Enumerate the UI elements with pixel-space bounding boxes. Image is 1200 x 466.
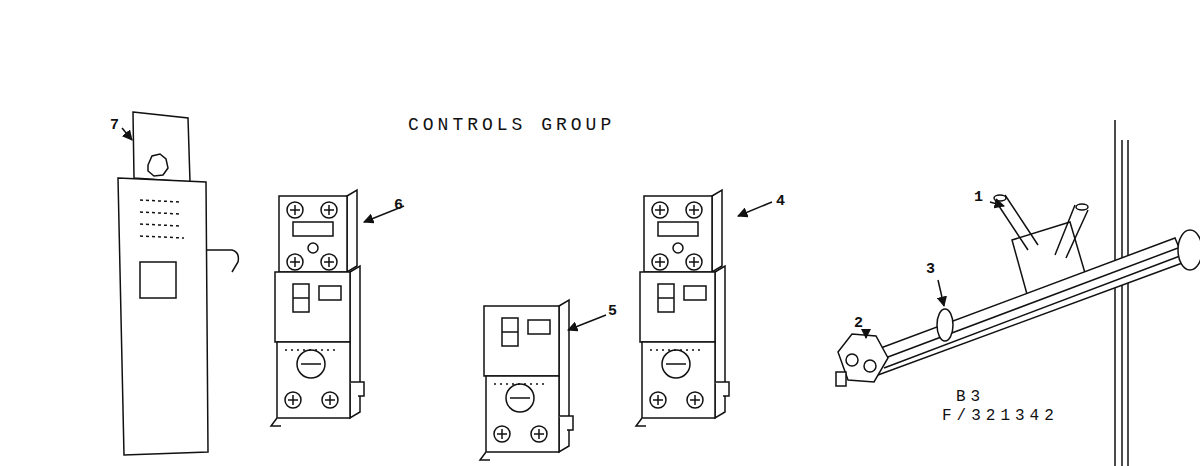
figure-code: F/321342	[942, 408, 1059, 424]
callout-number: 7	[110, 118, 119, 133]
callout-number: 4	[776, 194, 785, 209]
callout-number: 6	[394, 198, 403, 213]
callout-number: 1	[974, 190, 983, 205]
callout-number: 3	[926, 262, 935, 277]
figure-code: B3	[956, 389, 985, 405]
callout-number: 5	[608, 304, 617, 319]
diagram-title: CONTROLS GROUP	[408, 116, 615, 134]
callout-number: 2	[854, 316, 863, 331]
